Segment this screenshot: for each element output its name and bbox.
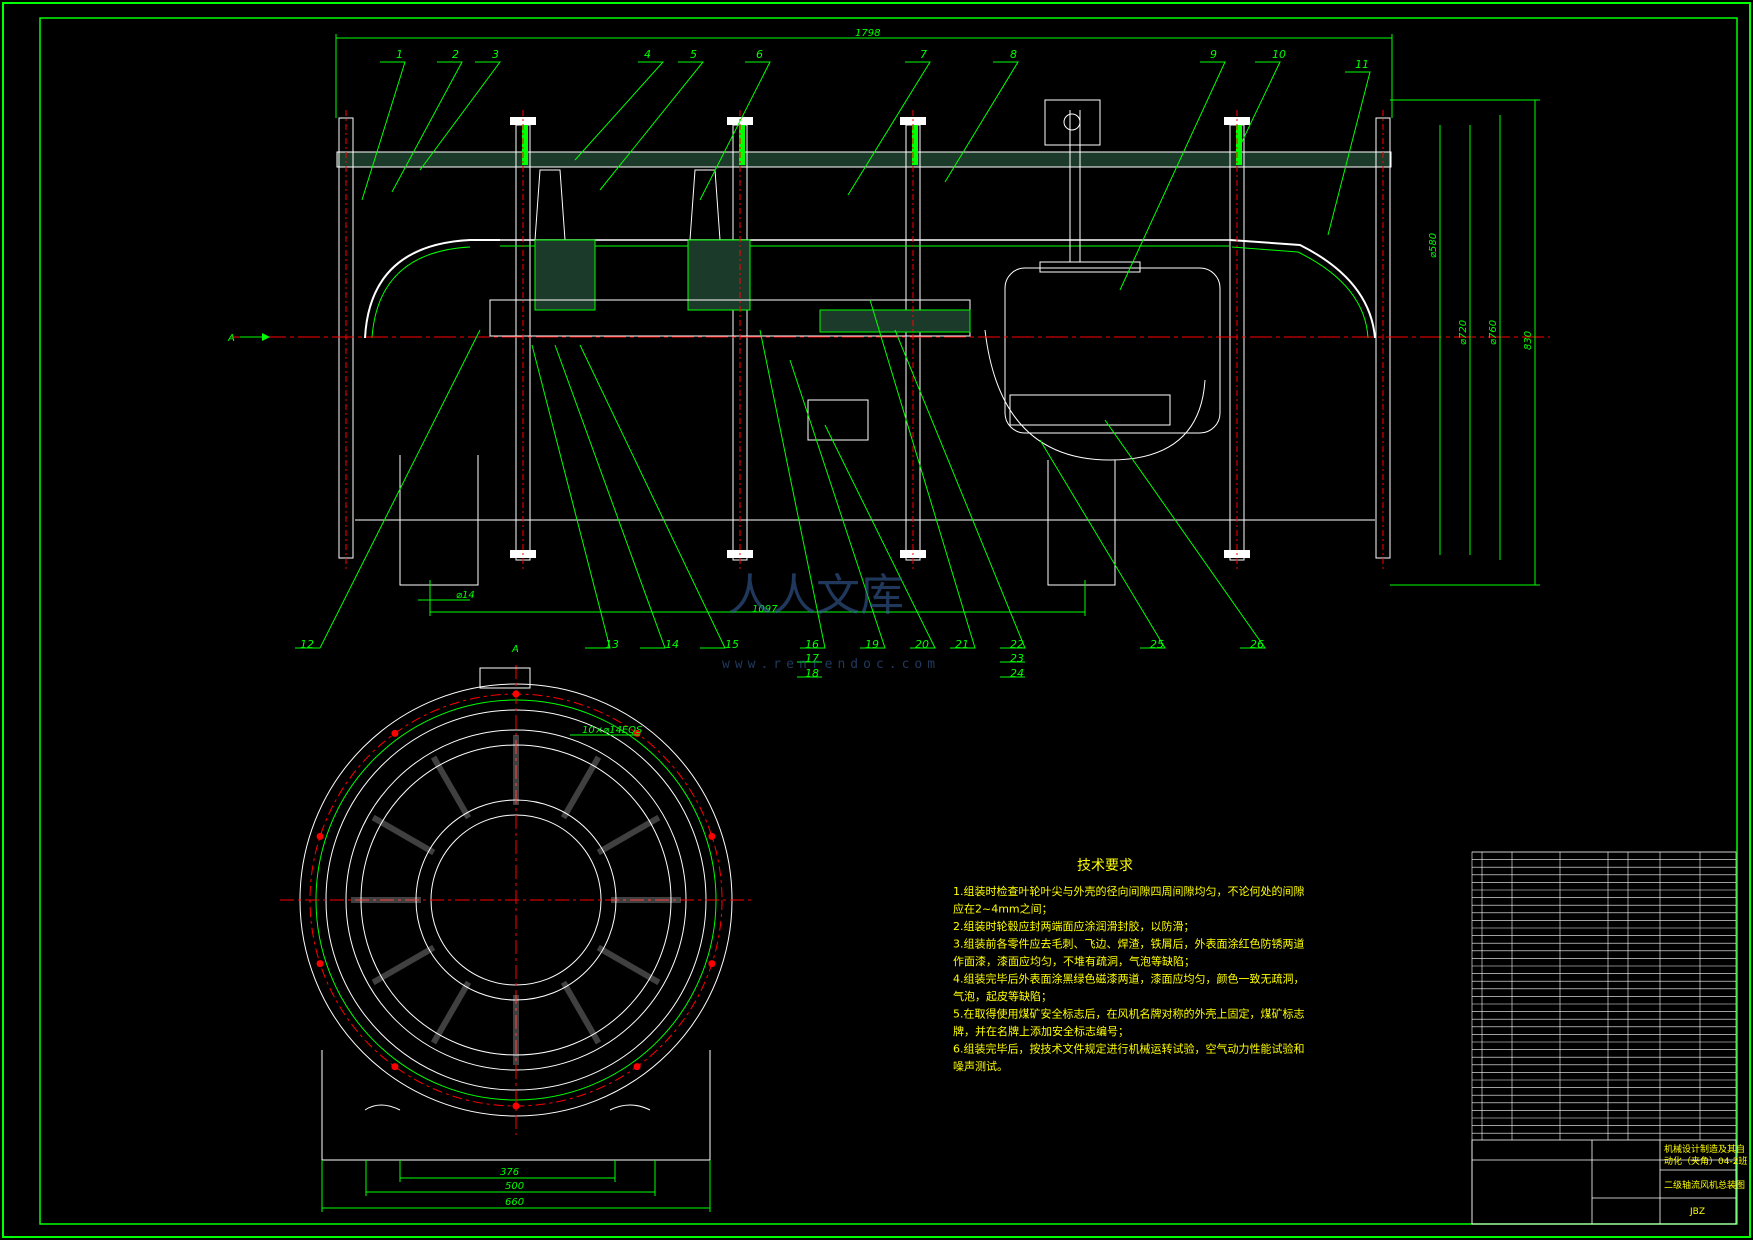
- tech-requirement-line: 应在2~4mm之间；: [953, 902, 1053, 916]
- tech-requirement-line: 1.组装时检查叶轮叶尖与外壳的径向间隙四周间隙均匀，不论何处的间隙: [953, 884, 1305, 898]
- part-label-11: 11: [1355, 58, 1369, 71]
- dim-flange-holes: 10×⌀14EQS: [582, 725, 643, 736]
- front-vane: [430, 980, 472, 1045]
- inner-border: [39, 17, 1738, 1225]
- dim-front-500: 500: [505, 1181, 524, 1192]
- side-view-section: [230, 34, 1550, 616]
- front-vane: [596, 814, 661, 856]
- tech-requirement-line: 2.组装时轮毂应封两端面应涂润滑封胶，以防滑；: [953, 919, 1195, 933]
- dim-base-span: 1097: [752, 604, 778, 615]
- part-label-10: 10: [1272, 48, 1286, 61]
- dim-height-830: 830: [1523, 331, 1534, 350]
- front-vane: [596, 944, 661, 986]
- front-view-a: [280, 665, 752, 1212]
- part-label-5: 5: [690, 48, 697, 61]
- view-label-a: A: [511, 644, 519, 655]
- part-label-13: 13: [605, 638, 619, 651]
- front-vane: [430, 755, 472, 820]
- front-vane: [371, 944, 436, 986]
- part-label-25: 25: [1150, 638, 1164, 651]
- dim-dia-720: ⌀720: [1458, 320, 1469, 345]
- part-label-9: 9: [1210, 48, 1217, 61]
- part-label-26: 26: [1250, 638, 1264, 651]
- title-block-company-1: 机械设计制造及其自: [1664, 1143, 1745, 1155]
- part-label-22: 22: [1010, 638, 1024, 651]
- title-block: [1471, 1139, 1737, 1225]
- flange-bolt-hole: [512, 1102, 520, 1110]
- front-vane: [371, 814, 436, 856]
- part-label-1: 1: [396, 48, 403, 61]
- tech-requirement-line: 作面漆，漆面应均匀，不堆有疏洞，气泡等缺陷；: [953, 954, 1195, 968]
- tech-requirement-line: 噪声测试。: [953, 1059, 1008, 1073]
- flange-bolt-hole: [708, 960, 716, 968]
- leader-lines: [295, 61, 1371, 678]
- tech-requirement-line: 3.组装前各零件应去毛刺、飞边、焊渣，铁屑后，外表面涂红色防锈两道: [953, 937, 1305, 951]
- part-label-18: 18: [805, 667, 819, 680]
- part-label-23: 23: [1010, 652, 1024, 665]
- title-block-drawing-title: 二级轴流风机总装图: [1664, 1179, 1745, 1191]
- part-label-21: 21: [955, 638, 969, 651]
- part-label-14: 14: [665, 638, 679, 651]
- part-label-6: 6: [756, 48, 763, 61]
- watermark-url: www.renrendoc.com: [722, 657, 940, 672]
- parts-list-table: [1471, 851, 1737, 1225]
- flange-bolt-hole: [391, 1063, 399, 1071]
- part-label-16: 16: [805, 638, 819, 651]
- front-vane: [560, 980, 602, 1045]
- flange-bolt-hole: [708, 832, 716, 840]
- flange-bolt-hole: [316, 832, 324, 840]
- flange-bolt-hole: [316, 960, 324, 968]
- flange-bolt-hole: [512, 690, 520, 698]
- watermark-logo: 人人文库: [728, 570, 904, 621]
- dim-front-660: 660: [505, 1197, 524, 1208]
- part-label-2: 2: [452, 48, 459, 61]
- tech-requirement-line: 6.组装完毕后，按技术文件规定进行机械运转试验，空气动力性能试验和: [953, 1042, 1305, 1056]
- part-label-20: 20: [915, 638, 929, 651]
- part-label-17: 17: [805, 652, 819, 665]
- tech-requirement-line: 4.组装完毕后外表面涂黑绿色磁漆两道，漆面应均匀，颜色一致无疏洞，: [953, 972, 1305, 986]
- part-label-15: 15: [725, 638, 739, 651]
- flange-bolt-hole: [633, 1063, 641, 1071]
- part-label-24: 24: [1010, 667, 1024, 680]
- title-block-company-2: 动化（夹角）04-2班: [1664, 1155, 1747, 1167]
- tech-requirement-line: 5.在取得使用煤矿安全标志后，在风机名牌对称的外壳上固定，煤矿标志: [953, 1007, 1305, 1021]
- part-label-8: 8: [1010, 48, 1017, 61]
- dim-dia-580: ⌀580: [1428, 233, 1439, 258]
- part-label-12: 12: [300, 638, 314, 651]
- title-block-drawing-code: JBZ: [1689, 1207, 1705, 1217]
- front-vane: [560, 755, 602, 820]
- tech-requirements-title: 技术要求: [1077, 858, 1133, 874]
- flange-bolt-hole: [391, 729, 399, 737]
- part-label-3: 3: [492, 48, 499, 61]
- tech-requirement-line: 气泡，起皮等缺陷；: [953, 989, 1052, 1003]
- dim-dia-760: ⌀760: [1488, 320, 1499, 345]
- tech-requirements-lines: 1.组装时检查叶轮叶尖与外壳的径向间隙四周间隙均匀，不论何处的间隙应在2~4mm…: [953, 884, 1305, 1073]
- dim-overall-length: 1798: [855, 28, 880, 39]
- section-arrow-a: A: [227, 333, 235, 344]
- part-label-4: 4: [644, 48, 651, 61]
- dim-front-376: 376: [500, 1167, 519, 1178]
- part-label-7: 7: [920, 48, 927, 61]
- tech-requirement-line: 牌，并在名牌上添加安全标志编号；: [953, 1024, 1129, 1038]
- dim-bolt-hole: ⌀14: [456, 590, 475, 601]
- part-label-19: 19: [865, 638, 879, 651]
